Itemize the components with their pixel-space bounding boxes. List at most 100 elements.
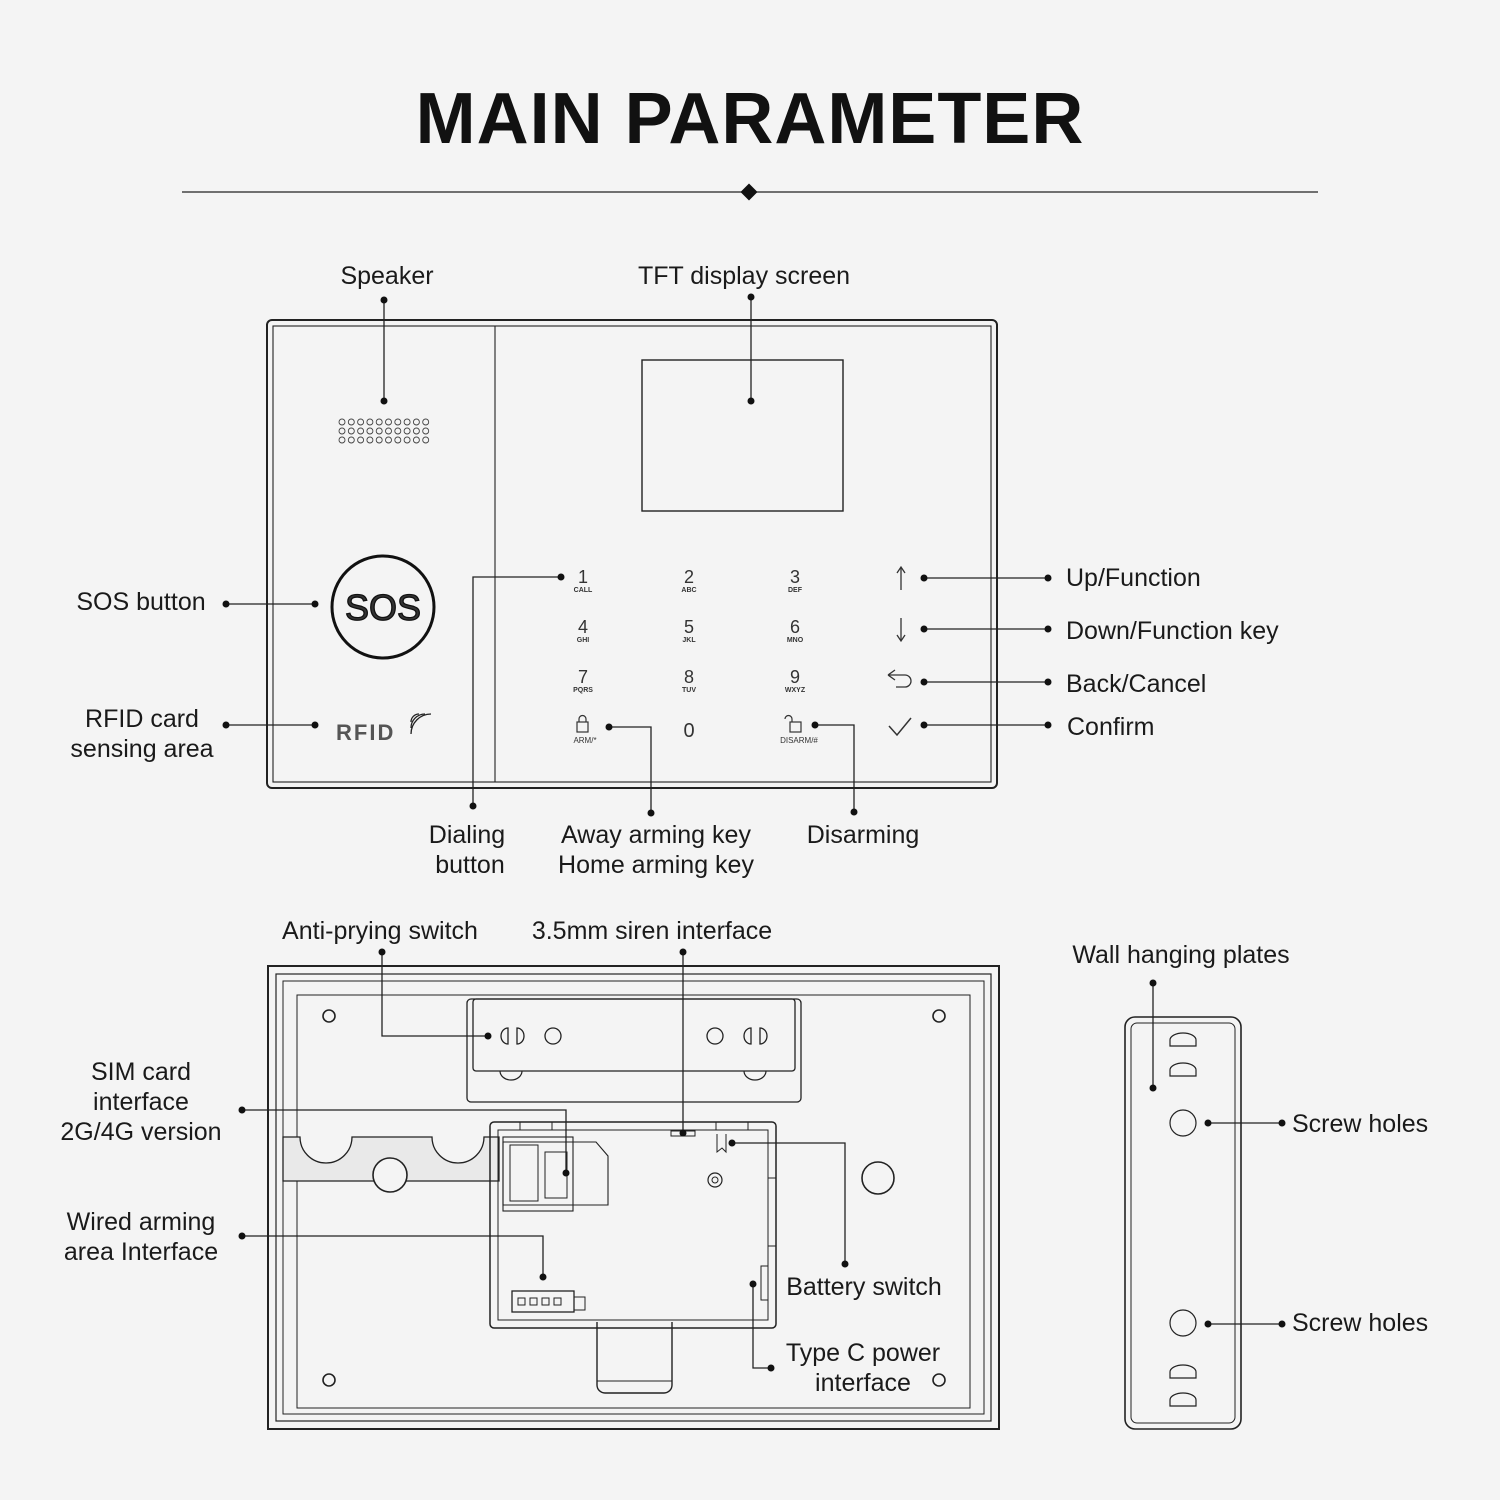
anti-prying-label: Anti-prying switch xyxy=(282,917,478,945)
disarm-key-label: DISARM/# xyxy=(780,736,818,745)
key-letters: PQRS xyxy=(573,687,593,694)
dialing-label-1: Dialing xyxy=(429,821,505,849)
speaker-hole xyxy=(385,436,392,444)
wall-hanging-plate xyxy=(1124,1016,1242,1430)
speaker-hole xyxy=(375,436,383,444)
corner-hole xyxy=(322,1373,336,1387)
key-letters: JKL xyxy=(682,637,696,644)
key-digit: 1 xyxy=(578,567,588,587)
speaker-hole xyxy=(338,427,346,435)
speaker-hole xyxy=(347,418,355,426)
speaker-hole xyxy=(338,418,346,426)
key-letters: GHI xyxy=(577,637,590,644)
sim-label-1: SIM card xyxy=(91,1058,191,1086)
screw-holes-bottom-label: Screw holes xyxy=(1292,1309,1428,1337)
battery-tab xyxy=(596,1322,673,1394)
down-function-label: Down/Function key xyxy=(1066,617,1279,645)
battery-switch-label: Battery switch xyxy=(786,1273,942,1301)
tft-label: TFT display screen xyxy=(638,262,850,290)
key-letters: ABC xyxy=(681,587,696,594)
rfid-area-label-1: RFID card xyxy=(85,705,199,733)
speaker-hole xyxy=(366,427,374,435)
key-digit: 8 xyxy=(684,667,694,687)
wired-arming-label-2: area Interface xyxy=(64,1238,218,1266)
speaker-hole xyxy=(422,427,430,435)
key-letters: DEF xyxy=(788,587,803,594)
mount-hole xyxy=(861,1161,895,1195)
speaker-hole xyxy=(347,436,355,444)
key-letters: WXYZ xyxy=(785,687,806,694)
speaker-hole xyxy=(385,427,392,435)
check-icon[interactable] xyxy=(888,717,912,737)
speaker-hole xyxy=(385,418,392,426)
back-icon[interactable] xyxy=(887,669,912,688)
speaker-hole xyxy=(403,436,411,444)
cable-slot xyxy=(282,1136,500,1193)
speaker-hole xyxy=(347,427,355,435)
speaker-hole xyxy=(422,418,430,426)
speaker-hole xyxy=(412,418,420,426)
key-digit: 5 xyxy=(684,617,694,637)
wall-plate-title: Wall hanging plates xyxy=(1072,941,1289,969)
away-arming-label: Away arming key xyxy=(561,821,751,849)
rfid-wave-icon xyxy=(410,713,432,735)
rfid-area-label-2: sensing area xyxy=(70,735,213,763)
down-arrow-icon[interactable] xyxy=(896,618,906,643)
rfid-sensing-area: RFID xyxy=(336,713,432,745)
screw-hole xyxy=(1169,1309,1197,1337)
speaker-label: Speaker xyxy=(340,262,433,290)
speaker-hole xyxy=(357,418,365,426)
plate-slots-bottom xyxy=(1169,1364,1197,1407)
speaker-hole xyxy=(403,418,411,426)
speaker-hole xyxy=(412,436,420,444)
speaker-hole xyxy=(357,436,365,444)
confirm-label: Confirm xyxy=(1067,713,1155,741)
corner-hole xyxy=(932,1373,946,1387)
dialing-label-2: button xyxy=(435,851,505,879)
wired-arming-connector xyxy=(511,1290,586,1313)
key-digit: 3 xyxy=(790,567,800,587)
arm-key[interactable]: ARM/* xyxy=(573,714,597,746)
key-letters: CALL xyxy=(574,587,593,594)
sim-label-2: interface xyxy=(93,1088,189,1116)
page-title: MAIN PARAMETER xyxy=(415,79,1085,159)
back-cancel-label: Back/Cancel xyxy=(1066,670,1206,698)
up-arrow-icon[interactable] xyxy=(896,565,906,590)
anti-prying-module xyxy=(466,998,802,1103)
screw-holes-top-label: Screw holes xyxy=(1292,1110,1428,1138)
up-function-label: Up/Function xyxy=(1066,564,1201,592)
speaker-hole xyxy=(403,427,411,435)
front-callouts: Speaker TFT display screen SOS button RF… xyxy=(70,262,1279,879)
sos-button[interactable]: SOS xyxy=(330,554,436,660)
unlock-icon xyxy=(784,714,802,733)
tft-display xyxy=(641,359,844,512)
back-callouts: Anti-prying switch 3.5mm siren interface… xyxy=(60,917,941,1397)
speaker-hole xyxy=(357,427,365,435)
speaker-hole xyxy=(366,436,374,444)
speaker-hole xyxy=(375,418,383,426)
corner-hole xyxy=(322,1009,336,1023)
pcb-compartment xyxy=(489,1121,777,1329)
disarm-key[interactable]: DISARM/# xyxy=(780,714,818,746)
home-arming-label: Home arming key xyxy=(558,851,754,879)
title-divider xyxy=(182,183,1318,201)
screw-hole xyxy=(1169,1109,1197,1137)
rfid-label: RFID xyxy=(336,720,395,745)
speaker-grille xyxy=(338,418,430,444)
speaker-hole xyxy=(422,436,430,444)
key-0[interactable]: 0 xyxy=(683,720,694,742)
wall-plate-callouts: Wall hanging plates Screw holes Screw ho… xyxy=(1072,941,1428,1337)
lock-icon xyxy=(576,714,589,733)
speaker-hole xyxy=(394,436,402,444)
